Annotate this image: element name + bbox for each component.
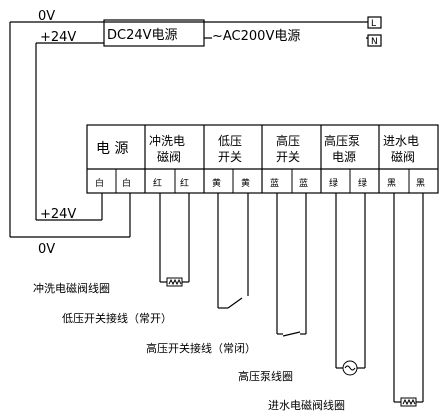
group-low-switch-label-1: 低压 — [218, 134, 242, 148]
terminal-7: 蓝 — [270, 177, 279, 189]
terminal-5: 黄 — [212, 177, 221, 189]
low-pressure-switch-label: 低压开关接线（常开） — [62, 311, 172, 325]
terminal-4: 红 — [180, 177, 189, 189]
group-power-label: 电 源 — [96, 141, 128, 157]
zero-v-top-label: 0V — [38, 9, 55, 24]
terminal-6: 黄 — [241, 177, 250, 189]
terminal-l — [367, 16, 382, 29]
inlet-valve-coil-label: 进水电磁阀线圈 — [268, 398, 345, 412]
group-high-switch-label-1: 高压 — [276, 133, 300, 148]
terminal-12: 黑 — [416, 178, 425, 189]
coil-icon — [400, 397, 417, 407]
dc24v-power-box — [103, 19, 205, 47]
ac200v-label: ~AC200V电源 — [212, 29, 300, 44]
high-pressure-switch-label: 高压开关接线（常闭） — [146, 341, 256, 355]
group-flush-valve-label-1: 冲洗电 — [149, 133, 185, 148]
terminal-11: 黑 — [387, 178, 396, 189]
flush-valve-coil-label: 冲洗电磁阀线圈 — [33, 281, 110, 295]
coil-icon — [166, 277, 183, 287]
terminal-n — [367, 34, 382, 47]
terminal-l-label: L — [371, 19, 376, 29]
pump-coil-label: 高压泵线圈 — [238, 369, 293, 383]
group-pump-power-label-1: 高压泵 — [324, 133, 360, 148]
dc24v-label: DC24V电源 — [107, 28, 178, 43]
terminal-10: 绿 — [358, 177, 367, 189]
terminal-1: 白 — [95, 177, 104, 189]
pump-motor-icon — [342, 360, 358, 376]
terminal-n-label: N — [371, 37, 378, 47]
terminal-3: 红 — [153, 177, 162, 189]
switch-contact-icon — [282, 331, 301, 337]
group-inlet-valve-label-1: 进水电 — [383, 134, 419, 148]
switch-contact-icon — [227, 297, 243, 309]
terminal-8: 蓝 — [299, 177, 308, 189]
group-pump-power-label-2: 电源 — [332, 150, 356, 164]
plus24-bottom-label: +24V — [40, 207, 76, 222]
terminal-2: 白 — [122, 177, 131, 189]
zero-v-bottom-label: 0V — [38, 242, 55, 257]
group-low-switch-label-2: 开关 — [218, 150, 242, 164]
group-high-switch-label-2: 开关 — [276, 150, 300, 164]
group-inlet-valve-label-2: 磁阀 — [391, 149, 415, 164]
plus24-top-label: +24V — [40, 30, 76, 45]
terminal-9: 绿 — [329, 177, 338, 189]
group-flush-valve-label-2: 磁阀 — [157, 149, 181, 164]
